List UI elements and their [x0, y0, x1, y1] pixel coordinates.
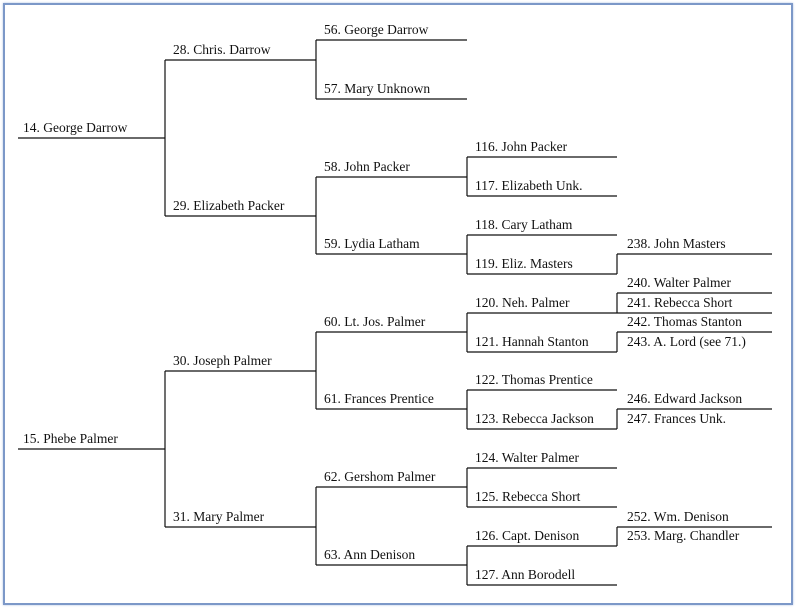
person-252: 252. Wm. Denison	[627, 509, 729, 524]
person-30: 30. Joseph Palmer	[173, 353, 272, 368]
person-62: 62. Gershom Palmer	[324, 469, 436, 484]
person-14: 14. George Darrow	[23, 120, 128, 135]
person-56: 56. George Darrow	[324, 22, 429, 37]
person-31: 31. Mary Palmer	[173, 509, 265, 524]
person-126: 126. Capt. Denison	[475, 528, 580, 543]
person-127: 127. Ann Borodell	[475, 567, 576, 582]
person-29: 29. Elizabeth Packer	[173, 198, 285, 213]
person-28: 28. Chris. Darrow	[173, 42, 271, 57]
person-122: 122. Thomas Prentice	[475, 372, 593, 387]
person-15: 15. Phebe Palmer	[23, 431, 118, 446]
person-241: 241. Rebecca Short	[627, 295, 733, 310]
person-124: 124. Walter Palmer	[475, 450, 580, 465]
person-119: 119. Eliz. Masters	[475, 256, 573, 271]
person-243: 243. A. Lord (see 71.)	[627, 334, 746, 349]
person-120: 120. Neh. Palmer	[475, 295, 570, 310]
person-247: 247. Frances Unk.	[627, 411, 726, 426]
person-253: 253. Marg. Chandler	[627, 528, 740, 543]
person-121: 121. Hannah Stanton	[475, 334, 589, 349]
person-118: 118. Cary Latham	[475, 217, 573, 232]
person-60: 60. Lt. Jos. Palmer	[324, 314, 426, 329]
person-117: 117. Elizabeth Unk.	[475, 178, 583, 193]
chart-frame	[3, 3, 793, 605]
person-59: 59. Lydia Latham	[324, 236, 420, 251]
person-57: 57. Mary Unknown	[324, 81, 431, 96]
person-125: 125. Rebecca Short	[475, 489, 581, 504]
person-63: 63. Ann Denison	[324, 547, 416, 562]
person-123: 123. Rebecca Jackson	[475, 411, 594, 426]
person-240: 240. Walter Palmer	[627, 275, 732, 290]
person-238: 238. John Masters	[627, 236, 726, 251]
person-58: 58. John Packer	[324, 159, 410, 174]
person-246: 246. Edward Jackson	[627, 391, 743, 406]
person-116: 116. John Packer	[475, 139, 568, 154]
person-61: 61. Frances Prentice	[324, 391, 434, 406]
person-242: 242. Thomas Stanton	[627, 314, 742, 329]
